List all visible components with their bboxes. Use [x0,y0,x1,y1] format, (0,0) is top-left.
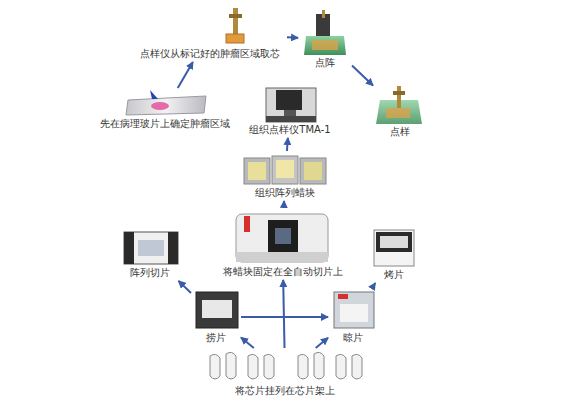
spotting-block [376,86,422,124]
step-node: 将芯片挂列在芯片架上 [205,350,365,397]
step-caption: 将芯片挂列在芯片架上 [205,384,365,397]
flow-arrow [352,65,373,85]
step-node: 点样 [375,85,425,138]
tma-instrument [266,88,316,122]
flow-arrow [241,316,328,318]
flow-arrow [372,283,375,288]
step-caption: 捞片 [193,331,239,344]
image-area [205,350,365,384]
image-area [300,10,350,56]
image-area [98,90,232,117]
step-node: 捞片 [193,290,239,344]
image-area [330,290,376,331]
step-caption: 阵列切片 [118,266,182,279]
microtome [236,214,328,262]
step-node: 先在病理玻片上确定肿瘤区域 [98,90,232,130]
slide-racks [210,352,362,379]
image-area [245,85,335,123]
step-caption: 组织点样仪TMA-1 [245,123,335,136]
flow-arrow [287,36,298,39]
drying-device [334,292,374,328]
step-node: 将蜡块固定在全自动切片上 [220,210,345,278]
image-area [220,210,345,265]
glass-slide [126,90,206,115]
wax-blocks [244,156,326,184]
flow-arrow [316,338,328,348]
step-caption: 将蜡块固定在全自动切片上 [220,265,345,278]
floating-bath [196,292,238,328]
image-area [135,5,285,47]
flow-arrow [286,138,289,151]
flow-arrow [241,337,254,348]
flow-arrow [178,62,193,88]
step-caption: 先在病理玻片上确定肿瘤区域 [98,117,232,130]
step-node: 晾片 [330,290,376,344]
step-caption: 组织阵列蜡块 [240,186,330,199]
sectioning-device [124,232,178,264]
step-node: 阵列切片 [118,228,182,279]
step-node: 烤片 [370,228,418,281]
array-block [304,10,346,55]
step-caption: 晾片 [330,331,376,344]
step-node: 组织阵列蜡块 [240,153,330,199]
image-area [118,228,182,266]
image-area [193,290,239,331]
step-node: 点阵 [300,10,350,69]
step-caption: 烤片 [370,268,418,281]
baking-device [374,230,414,266]
flow-arrow [283,201,285,208]
step-caption: 点样仪从标记好的肿瘤区域取芯 [135,47,285,60]
core-puncher [226,8,244,43]
step-caption: 点样 [375,125,425,138]
image-area [375,85,425,125]
image-area [370,228,418,268]
image-area [240,153,330,186]
step-node: 点样仪从标记好的肿瘤区域取芯 [135,5,285,60]
flow-arrow [179,281,191,293]
step-caption: 点阵 [300,56,350,69]
step-node: 组织点样仪TMA-1 [245,85,335,136]
flow-arrow [283,280,284,348]
